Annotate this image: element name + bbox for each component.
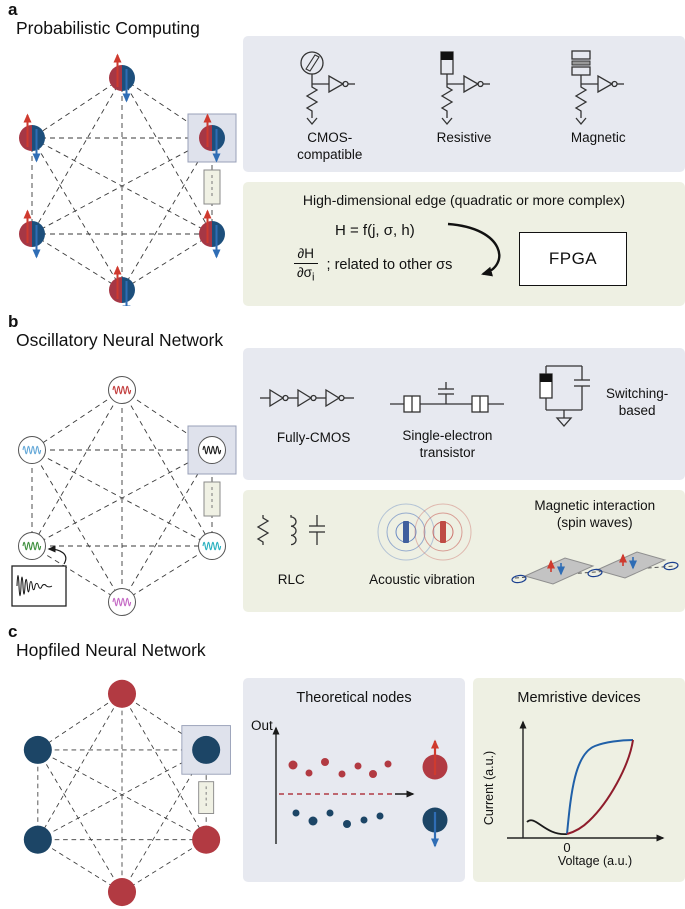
spin-node xyxy=(199,211,225,257)
iv-blue-curve xyxy=(566,739,634,835)
red-scatter-dots xyxy=(288,758,392,778)
inset-arrow xyxy=(47,545,67,565)
hopfield-node xyxy=(192,825,221,854)
panel-a-letter: a xyxy=(8,0,18,19)
damped-waveform xyxy=(16,575,53,597)
iv-curve-plot: Current (a.u.) 0 Voltage (a.u.) xyxy=(482,720,665,868)
magnetic-interaction-label: Magnetic interaction(spin waves) xyxy=(534,498,656,530)
partial-derivative: ∂H ∂σi xyxy=(293,246,319,284)
edge-heading: High-dimensional edge (quadratic or more… xyxy=(302,192,626,208)
panel-c-title: Hopfiled Neural Network xyxy=(16,640,206,660)
device-cmos-compatible: CMOS-compatible xyxy=(282,48,377,164)
cmos-compatible-label: CMOS-compatible xyxy=(297,130,363,162)
related-note: ; related to other σs xyxy=(326,257,453,274)
oscillator-node xyxy=(17,435,47,465)
fpga-box: FPGA xyxy=(519,232,627,286)
magnetic-label: Magnetic xyxy=(570,130,626,145)
spin-node xyxy=(109,267,135,306)
oscillator-node xyxy=(107,587,137,617)
spin-node xyxy=(19,211,45,257)
hopfield-node xyxy=(192,735,221,764)
device-resistive: Resistive xyxy=(417,48,512,147)
resistive-label: Resistive xyxy=(436,130,492,145)
voltage-axis-label: Voltage (a.u.) xyxy=(558,854,632,868)
panel-a-device-box: CMOS-compatible Resistive xyxy=(243,36,685,172)
theoretical-nodes-box: Theoretical nodes Out xyxy=(243,678,465,882)
hopfield-node xyxy=(107,679,137,708)
network-edges xyxy=(31,77,213,291)
current-axis-label: Current (a.u.) xyxy=(482,751,496,825)
physical-rlc: RLC xyxy=(249,506,333,589)
acoustic-label: Acoustic vibration xyxy=(369,572,475,587)
hopfield-node xyxy=(107,878,137,907)
out-axis-label: Out xyxy=(251,718,273,733)
panel-a-title: Probabilistic Computing xyxy=(16,18,200,38)
cmos-compatible-circuit-icon xyxy=(300,51,356,125)
physical-acoustic: Acoustic vibration xyxy=(340,496,505,589)
resistive-circuit-icon xyxy=(439,51,491,125)
fpga-arrow xyxy=(447,222,501,277)
oscillator-node xyxy=(17,531,47,561)
rlc-label: RLC xyxy=(277,572,305,587)
panel-b-physical-box: RLC Acoustic vibration Magnetic interact… xyxy=(243,490,685,612)
panel-b-title: Oscillatory Neural Network xyxy=(16,330,224,350)
panel-c-letter: c xyxy=(8,622,18,641)
theoretical-nodes-title: Theoretical nodes xyxy=(296,690,412,706)
iv-red-curve xyxy=(566,739,634,835)
fully-cmos-icon xyxy=(259,389,354,407)
device-switching: Switching-based xyxy=(527,360,668,444)
oscillator-node xyxy=(197,531,227,561)
blue-scatter-dots xyxy=(292,809,384,828)
acoustic-vibration-icon xyxy=(377,503,471,561)
hopfield-node xyxy=(23,735,52,764)
hopfield-node xyxy=(23,825,52,854)
memristive-devices-box: Memristive devices Current (a.u.) 0 Volt… xyxy=(473,678,685,882)
network-probabilistic xyxy=(6,44,237,306)
physical-magnetic: Magnetic interaction(spin waves) xyxy=(511,496,679,596)
origin-label: 0 xyxy=(563,840,570,855)
single-electron-transistor-icon xyxy=(390,382,505,413)
fully-cmos-label: Fully-CMOS xyxy=(276,430,351,445)
device-fully-cmos: Fully-CMOS xyxy=(259,382,368,447)
theoretical-nodes-plot: Out xyxy=(251,718,448,848)
panel-a-edge-box: High-dimensional edge (quadratic or more… xyxy=(243,182,685,306)
hamiltonian-equation: H = f(j, σ, h) xyxy=(335,222,415,239)
network-oscillatory xyxy=(11,375,237,617)
switching-based-icon xyxy=(539,365,591,427)
rlc-icon xyxy=(257,514,326,546)
oscillator-node xyxy=(107,375,137,405)
partial-derivative-row: ∂H ∂σi ; related to other σs xyxy=(293,246,452,284)
panel-b-letter: b xyxy=(8,312,19,331)
oscillator-node xyxy=(197,435,227,465)
network-edges xyxy=(37,693,207,893)
memristive-devices-title: Memristive devices xyxy=(517,690,641,706)
switching-based-label: Switching-based xyxy=(606,386,669,418)
iv-black-segment xyxy=(526,819,568,835)
node-highlight-square xyxy=(187,425,237,475)
device-magnetic: Magnetic xyxy=(551,48,646,147)
spin-wave-icon xyxy=(511,551,679,585)
magnetic-circuit-icon xyxy=(571,50,625,125)
network-hopfield xyxy=(23,679,231,907)
